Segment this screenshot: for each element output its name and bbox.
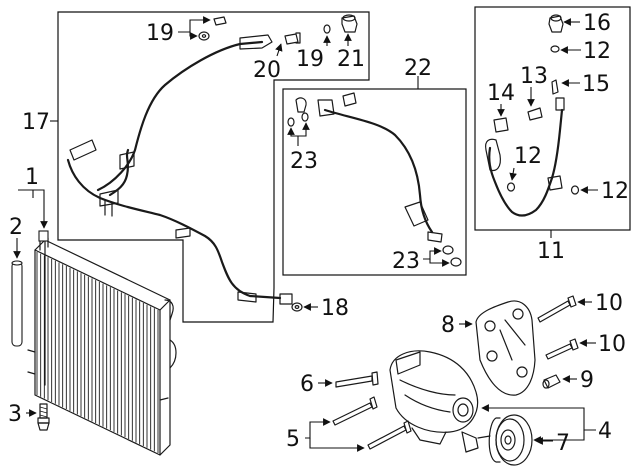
callout-10-upper: 10	[595, 291, 623, 316]
callout-18: 18	[321, 296, 349, 321]
callout-10-lower: 10	[598, 332, 626, 357]
callout-14: 14	[487, 81, 515, 106]
compressor-bracket	[475, 300, 536, 396]
callout-19-right: 19	[296, 47, 324, 72]
bolt-5-upper	[332, 396, 378, 426]
callout-16: 16	[583, 11, 611, 36]
callout-21: 21	[337, 47, 365, 72]
receiver-drier	[11, 260, 23, 347]
callout-12-top: 12	[583, 39, 611, 64]
group-box-17	[57, 11, 370, 323]
callout-23-bottom: 23	[392, 249, 420, 274]
callout-11: 11	[537, 239, 565, 264]
refrigerant-line-17	[66, 34, 293, 305]
callout-23-top: 23	[290, 149, 318, 174]
callout-3: 3	[8, 402, 22, 427]
callout-1: 1	[25, 165, 39, 190]
callout-15: 15	[582, 72, 610, 97]
callout-13: 13	[520, 64, 548, 89]
leader-lines	[13, 16, 598, 452]
callout-22: 22	[404, 56, 432, 81]
bolt-10-lower	[545, 338, 579, 360]
clutch-pulley	[488, 414, 533, 466]
callout-20: 20	[253, 58, 281, 83]
condenser	[27, 230, 177, 456]
refrigerant-line-11	[485, 14, 580, 217]
callout-17: 17	[22, 110, 50, 135]
group-box-11	[474, 6, 631, 231]
seal-18	[291, 302, 303, 312]
callout-7: 7	[556, 431, 570, 456]
bolt-5-lower	[367, 420, 412, 450]
refrigerant-line-22	[287, 92, 462, 267]
callout-5: 5	[286, 427, 300, 452]
callout-2: 2	[9, 215, 23, 240]
bolt-3	[37, 403, 50, 431]
callout-19-left: 19	[146, 21, 174, 46]
callout-4: 4	[598, 419, 612, 444]
callout-12-middle: 12	[514, 144, 542, 169]
callout-9: 9	[580, 368, 594, 393]
callout-8: 8	[441, 313, 455, 338]
callout-6: 6	[300, 372, 314, 397]
fittings-19-20-21	[198, 14, 358, 45]
sleeve-9	[542, 374, 561, 389]
bolt-10-upper	[537, 295, 577, 323]
bolt-6	[335, 371, 379, 388]
ac-compressor	[389, 350, 491, 453]
callout-labels: 1 2 3 4 5 6 7 8 9 10 10 11 12 12 12 13 1…	[8, 11, 629, 456]
group-box-22	[282, 88, 467, 276]
condenser-fins	[36, 252, 159, 453]
callout-12-right: 12	[601, 179, 629, 204]
